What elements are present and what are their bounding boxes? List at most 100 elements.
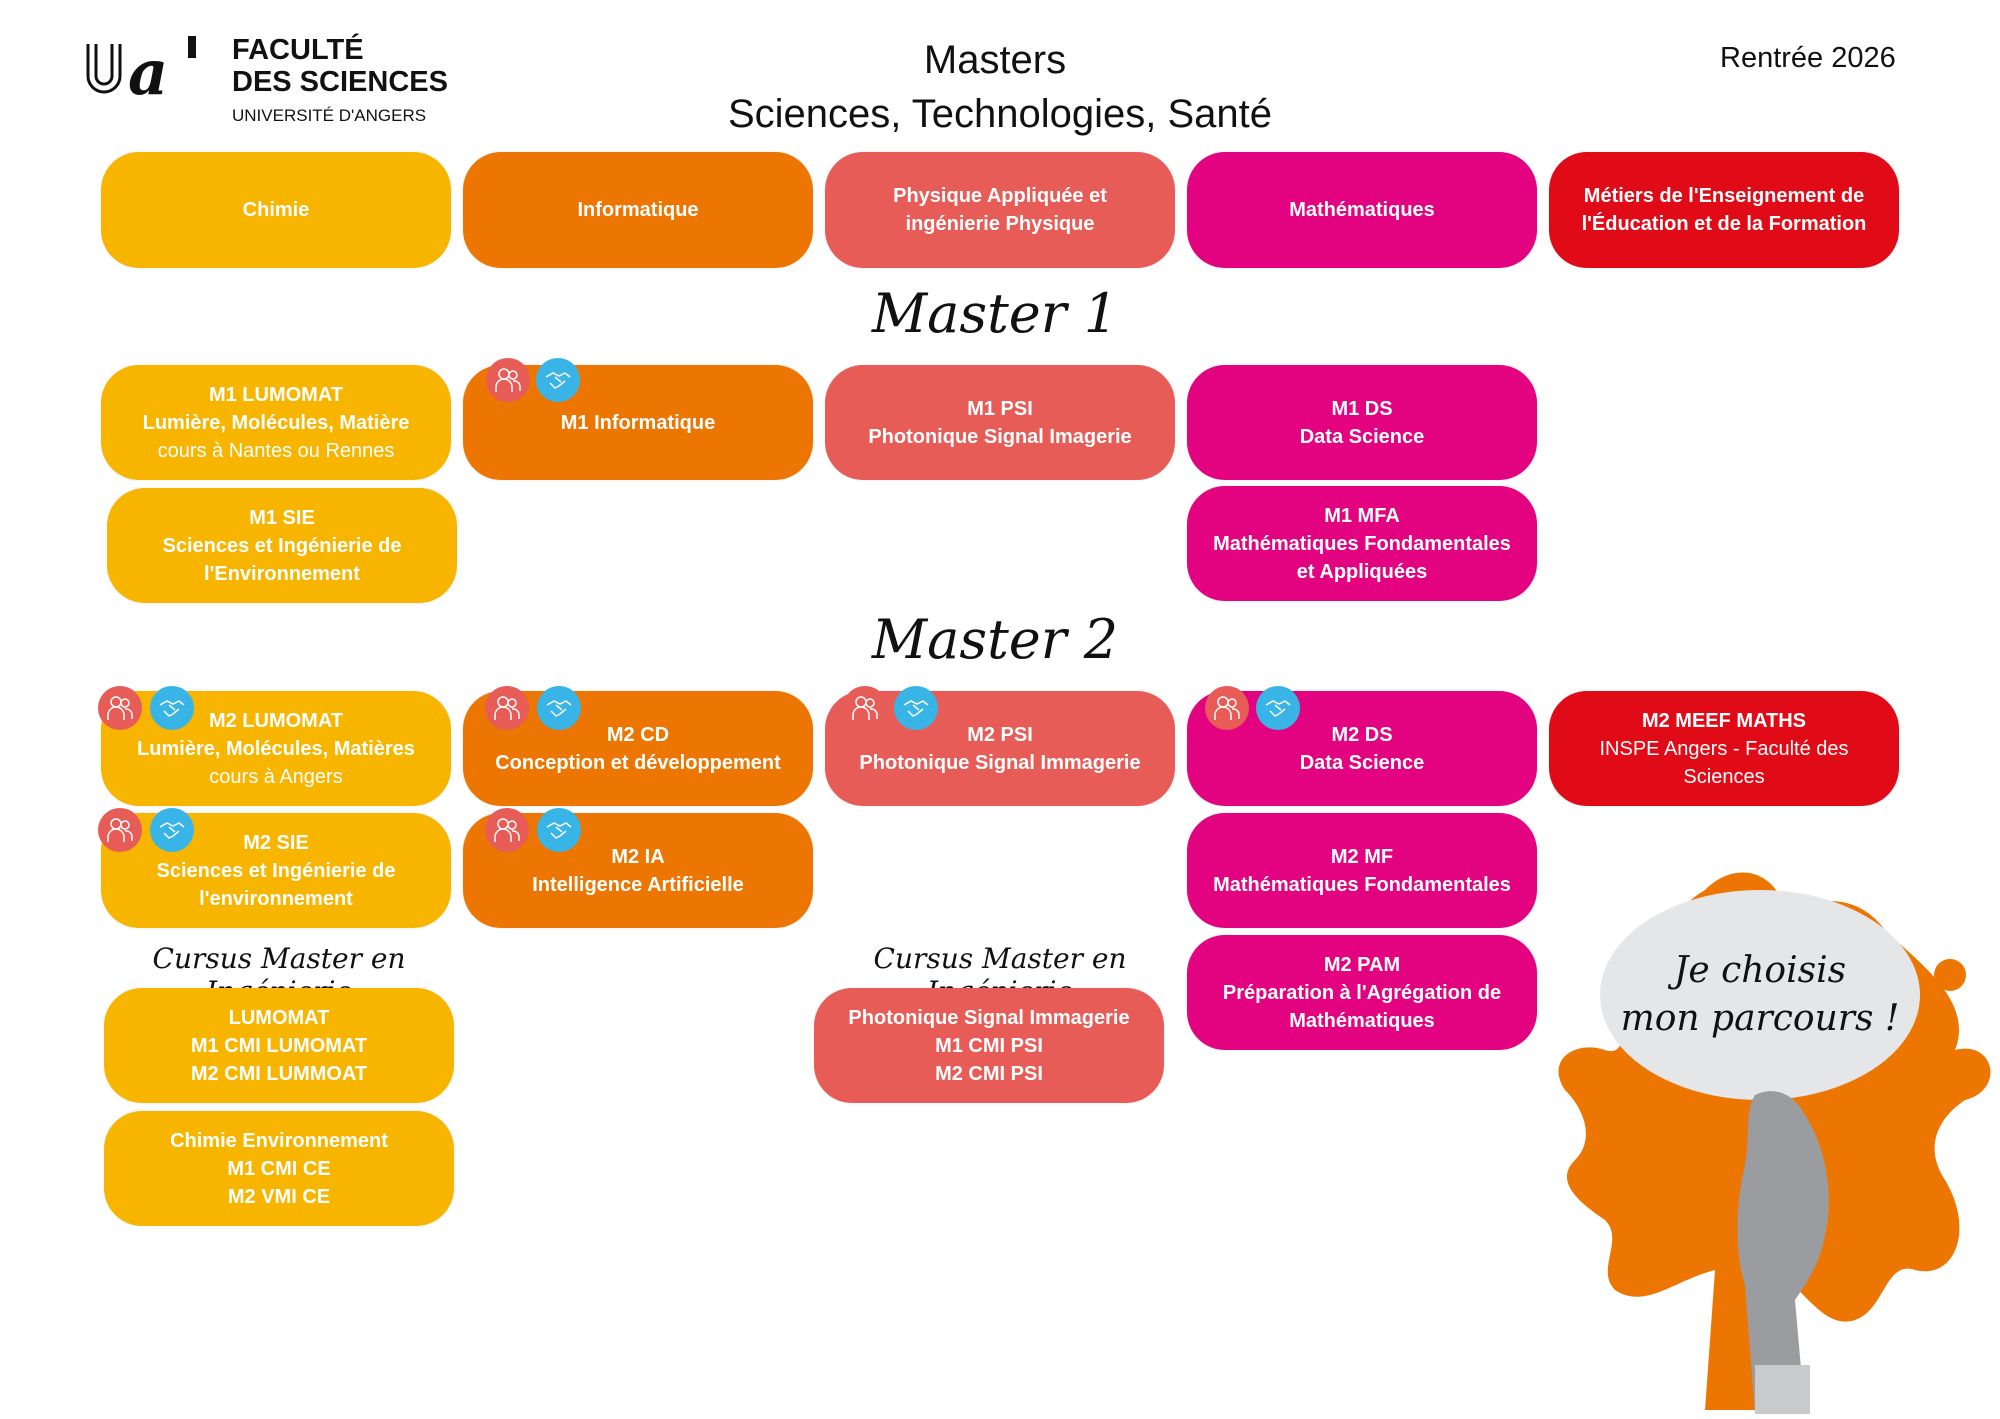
program-name: Conception et développement (495, 751, 781, 774)
apprentissage-badge (485, 808, 529, 852)
program-code: M2 DS (1331, 723, 1393, 746)
speech-bubble (1600, 890, 1920, 1100)
contrat-pro-badge (894, 686, 938, 730)
handshake-icon (159, 822, 185, 839)
discipline-mathematiques[interactable]: Mathématiques (1187, 152, 1537, 268)
program-code: M2 MEEF MATHS (1641, 709, 1807, 732)
people-icon (494, 818, 520, 842)
cmi-line: M1 CMI CE (227, 1157, 331, 1180)
people-icon (107, 818, 133, 842)
people-icon (1214, 696, 1240, 720)
program-name: et Appliquées (1296, 560, 1428, 583)
apprentissage-badge (98, 808, 142, 852)
people-icon (495, 368, 521, 392)
discipline-chimie[interactable]: Chimie (101, 152, 451, 268)
discipline-label: Mathématiques (1289, 199, 1435, 221)
apprentissage-badge (98, 686, 142, 730)
program-name: Lumière, Molécules, Matières (137, 737, 415, 760)
program-code: M1 SIE (249, 506, 315, 529)
program-name: Sciences et Ingénierie de (156, 859, 396, 882)
discipline-label: Informatique (577, 199, 699, 221)
program-code: M1 Informatique (560, 411, 716, 434)
handshake-icon (546, 700, 572, 717)
program-m2-mf[interactable]: M2 MF Mathématiques Fondamentales (1187, 813, 1537, 928)
program-name: Data Science (1299, 751, 1425, 774)
program-name: Sciences et Ingénierie de (162, 534, 402, 557)
page-title: Masters (923, 38, 1067, 82)
program-name: l'environnement (199, 887, 353, 910)
cmi-lumomat[interactable]: LUMOMAT M1 CMI LUMOMAT M2 CMI LUMMOAT (104, 988, 454, 1103)
program-name: Intelligence Artificielle (532, 873, 744, 896)
program-m2-meef-maths[interactable]: M2 MEEF MATHS INSPE Angers - Faculté des… (1549, 691, 1899, 806)
cmi-line: M1 CMI LUMOMAT (190, 1034, 368, 1057)
program-name: Lumière, Molécules, Matière (142, 411, 410, 434)
program-m1-psi[interactable]: M1 PSI Photonique Signal Imagerie (825, 365, 1175, 480)
cmi-line: M1 CMI PSI (935, 1034, 1043, 1057)
discipline-label: Physique Appliquée et ingénierie Physiqu… (893, 185, 1107, 235)
section-master-2: Master 2 (871, 608, 1119, 671)
apprentissage-badge (1205, 686, 1249, 730)
program-name: INSPE Angers - Faculté des (1599, 737, 1849, 760)
program-name: Photonique Signal Immagerie (859, 751, 1141, 774)
cmi-line: Chimie Environnement (170, 1129, 388, 1152)
people-icon (107, 696, 133, 720)
program-code: M2 PSI (967, 723, 1033, 746)
program-m1-mfa[interactable]: M1 MFA Mathématiques Fondamentales et Ap… (1187, 486, 1537, 601)
program-m2-lumomat[interactable]: M2 LUMOMAT Lumière, Molécules, Matières … (101, 691, 451, 806)
program-name: l'Environnement (204, 562, 360, 585)
cmi-line: LUMOMAT (228, 1006, 330, 1029)
faculty-logo: a FACULTÉ DES SCIENCES UNIVERSITÉ D'ANGE… (84, 32, 464, 132)
handshake-icon (159, 700, 185, 717)
handshake-icon (1265, 700, 1291, 717)
contrat-pro-badge (537, 686, 581, 730)
contrat-pro-badge (537, 808, 581, 852)
program-code: M1 PSI (967, 397, 1033, 420)
logo-line-sciences: DES SCIENCES (232, 66, 448, 98)
handshake-icon (545, 372, 571, 389)
cmi-line: M2 CMI PSI (935, 1062, 1043, 1085)
cmi-line: M2 VMI CE (227, 1185, 331, 1208)
handshake-icon (546, 822, 572, 839)
discipline-label: Métiers de l'Enseignement de l'Éducation… (1581, 185, 1867, 235)
bubble-text-line2: mon parcours ! (1620, 998, 1900, 1039)
apprentissage-badge (486, 358, 530, 402)
program-m2-pam[interactable]: M2 PAM Préparation à l'Agrégation de Mat… (1187, 935, 1537, 1050)
discipline-informatique[interactable]: Informatique (463, 152, 813, 268)
program-name: Sciences (1683, 765, 1765, 788)
contrat-pro-badge (150, 686, 194, 730)
cmi-line: M2 CMI LUMMOAT (190, 1062, 368, 1085)
program-code: M2 CD (606, 723, 670, 746)
svg-text:a: a (128, 36, 168, 106)
program-code: M1 DS (1331, 397, 1393, 420)
program-code: M2 PAM (1323, 953, 1401, 976)
discipline-physique[interactable]: Physique Appliquée et ingénierie Physiqu… (825, 152, 1175, 268)
logo-line-universite: UNIVERSITÉ D'ANGERS (232, 106, 427, 125)
program-code: M1 MFA (1324, 504, 1400, 527)
people-icon (852, 696, 878, 720)
discipline-meef[interactable]: Métiers de l'Enseignement de l'Éducation… (1549, 152, 1899, 268)
contrat-pro-badge (536, 358, 580, 402)
cmi-psi[interactable]: Photonique Signal Immagerie M1 CMI PSI M… (814, 988, 1164, 1103)
cmi-chimie-environnement[interactable]: Chimie Environnement M1 CMI CE M2 VMI CE (104, 1111, 454, 1226)
program-m1-lumomat[interactable]: M1 LUMOMAT Lumière, Molécules, Matière c… (101, 365, 451, 480)
program-code: M2 SIE (243, 831, 309, 854)
program-code: M1 LUMOMAT (208, 383, 344, 406)
program-name: Photonique Signal Imagerie (868, 425, 1132, 448)
section-master-1: Master 1 (871, 282, 1119, 345)
program-name: Mathématiques (1289, 1009, 1435, 1032)
program-code: M2 LUMOMAT (208, 709, 344, 732)
program-m1-ds[interactable]: M1 DS Data Science (1187, 365, 1537, 480)
contrat-pro-badge (1256, 686, 1300, 730)
cmi-line: Photonique Signal Immagerie (848, 1006, 1130, 1029)
program-m2-sie[interactable]: M2 SIE Sciences et Ingénierie de l'envir… (101, 813, 451, 928)
illustration-splash: Je choisis mon parcours ! (1555, 850, 2000, 1414)
logo-line-faculte: FACULTÉ (232, 34, 364, 66)
bubble-text-line1: Je choisis (1673, 950, 1847, 991)
program-name: Mathématiques Fondamentales (1213, 532, 1511, 555)
program-note: cours à Nantes ou Rennes (157, 439, 395, 462)
program-m1-sie[interactable]: M1 SIE Sciences et Ingénierie de l'Envir… (107, 488, 457, 603)
apprentissage-badge (485, 686, 529, 730)
rentree-label: Rentrée 2026 (1720, 42, 1896, 74)
contrat-pro-badge (150, 808, 194, 852)
program-name: Mathématiques Fondamentales (1213, 873, 1511, 896)
